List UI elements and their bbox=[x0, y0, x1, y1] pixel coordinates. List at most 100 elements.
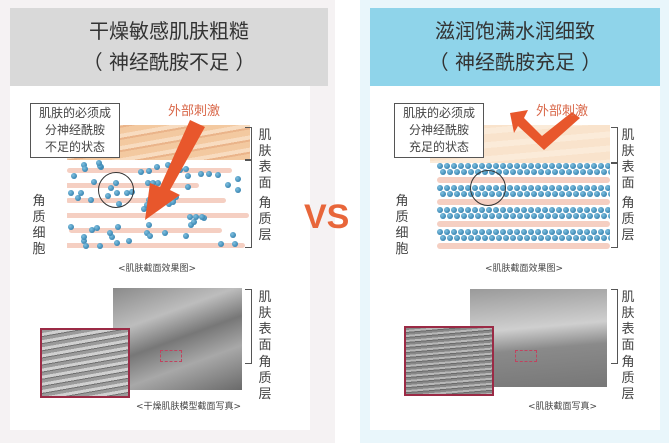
ceramide-dot bbox=[545, 213, 551, 219]
ceramide-dot bbox=[496, 213, 502, 219]
skin-photo bbox=[113, 288, 242, 390]
ceramide-dot bbox=[465, 207, 471, 213]
left-panel: 干燥敏感肌肤粗糙 （ 神经酰胺不足 ） 肌肤的必须成 分神经酰胺 不足的状态 外… bbox=[0, 0, 335, 443]
corneocyte-band bbox=[437, 177, 610, 183]
ceramide-dot bbox=[185, 183, 192, 190]
ceramide-dot bbox=[587, 191, 593, 197]
ceramide-dot bbox=[440, 213, 446, 219]
ceramide-dot bbox=[577, 163, 583, 169]
ceramide-dot bbox=[521, 207, 527, 213]
ceramide-dot bbox=[89, 226, 96, 233]
stimulus-arrow-icon bbox=[145, 120, 205, 220]
ceramide-dot bbox=[451, 207, 457, 213]
zoom-region bbox=[160, 350, 182, 362]
ceramide-dot bbox=[601, 235, 607, 241]
ceramide-dot bbox=[68, 223, 75, 230]
ceramide-dot bbox=[440, 191, 446, 197]
callout-line: 不足的状态 bbox=[44, 140, 105, 154]
ceramide-dot bbox=[517, 235, 523, 241]
ceramide-dot bbox=[598, 185, 604, 191]
ceramide-dot bbox=[468, 213, 474, 219]
ceramide-dot bbox=[458, 229, 464, 235]
ceramide-dot bbox=[149, 179, 156, 186]
ceramide-dot bbox=[461, 191, 467, 197]
ceramide-dot bbox=[563, 185, 569, 191]
ceramide-dot bbox=[503, 191, 509, 197]
ceramide-dot bbox=[82, 243, 89, 250]
label-surface: 肌肤表面 bbox=[258, 128, 272, 191]
magnify-circle bbox=[470, 170, 506, 206]
ceramide-dot bbox=[146, 222, 153, 229]
ceramide-dot bbox=[594, 191, 600, 197]
ceramide-dot bbox=[461, 213, 467, 219]
ceramide-dot bbox=[95, 160, 102, 167]
magnify-circle bbox=[98, 172, 134, 208]
ceramide-dot bbox=[538, 191, 544, 197]
bracket-surface bbox=[611, 127, 618, 163]
ceramide-dot bbox=[164, 162, 171, 169]
ceramide-dot bbox=[114, 224, 121, 231]
ceramide-dot bbox=[608, 213, 610, 219]
ceramide-dot bbox=[577, 207, 583, 213]
ceramide-dot bbox=[465, 229, 471, 235]
ceramide-dot bbox=[538, 169, 544, 175]
ceramide-dot bbox=[437, 185, 443, 191]
ceramide-dot bbox=[510, 235, 516, 241]
ceramide-dot bbox=[224, 182, 231, 189]
ceramide-dot bbox=[235, 187, 242, 194]
diagram-caption: <肌肤截面效果图> bbox=[118, 264, 197, 274]
ceramide-dot bbox=[193, 213, 200, 220]
corneocyte-band bbox=[67, 213, 249, 218]
left-subtitle: （ 神经酰胺不足 ） bbox=[82, 50, 256, 74]
ceramide-dot bbox=[577, 229, 583, 235]
corneocyte-band bbox=[437, 199, 610, 205]
ceramide-dot bbox=[608, 169, 610, 175]
label-cells: 角质细胞 bbox=[32, 194, 46, 257]
ceramide-dot bbox=[81, 161, 88, 168]
ceramide-dot bbox=[503, 213, 509, 219]
ceramide-dot bbox=[507, 185, 513, 191]
photo-label-stratum: 角质层 bbox=[258, 355, 272, 402]
ceramide-dot bbox=[594, 169, 600, 175]
ceramide-dot bbox=[549, 185, 555, 191]
label-cells: 角质细胞 bbox=[395, 194, 409, 257]
ceramide-dot bbox=[458, 163, 464, 169]
ceramide-dot bbox=[461, 235, 467, 241]
ceramide-dot bbox=[479, 229, 485, 235]
ceramide-dot bbox=[608, 235, 610, 241]
photo-caption: <干燥肌肤模型截面写真> bbox=[136, 402, 242, 412]
ceramide-dot bbox=[75, 194, 82, 201]
bracket-stratum bbox=[611, 163, 618, 248]
ceramide-dot bbox=[573, 235, 579, 241]
ceramide-dot bbox=[580, 213, 586, 219]
ceramide-dot bbox=[191, 218, 198, 225]
ceramide-dot bbox=[570, 207, 576, 213]
diagram-caption: <肌肤截面效果图> bbox=[485, 264, 564, 274]
ceramide-dot bbox=[538, 235, 544, 241]
corneocyte-band bbox=[437, 243, 610, 249]
zoom-region bbox=[515, 350, 537, 362]
ceramide-dot bbox=[454, 213, 460, 219]
ceramide-dot bbox=[577, 185, 583, 191]
left-title: 干燥敏感肌肤粗糙 bbox=[89, 19, 249, 43]
ceramide-dot bbox=[500, 207, 506, 213]
ceramide-dot bbox=[113, 240, 120, 247]
ceramide-dot bbox=[489, 235, 495, 241]
ceramide-dot bbox=[458, 185, 464, 191]
ceramide-dot bbox=[531, 191, 537, 197]
ceramide-dot bbox=[531, 169, 537, 175]
stimulus-label: 外部刺激 bbox=[536, 104, 589, 119]
ceramide-dot bbox=[521, 229, 527, 235]
ceramide-dot bbox=[584, 229, 590, 235]
ceramide-dot bbox=[535, 207, 541, 213]
ceramide-dot bbox=[440, 169, 446, 175]
ceramide-dot bbox=[482, 213, 488, 219]
ceramide-dot bbox=[521, 163, 527, 169]
ceramide-dot bbox=[545, 235, 551, 241]
ceramide-dot bbox=[451, 185, 457, 191]
ceramide-dot bbox=[580, 191, 586, 197]
ceramide-dot bbox=[566, 169, 572, 175]
ceramide-dot bbox=[486, 207, 492, 213]
ceramide-dot bbox=[482, 235, 488, 241]
stimulus-label: 外部刺激 bbox=[168, 104, 221, 119]
